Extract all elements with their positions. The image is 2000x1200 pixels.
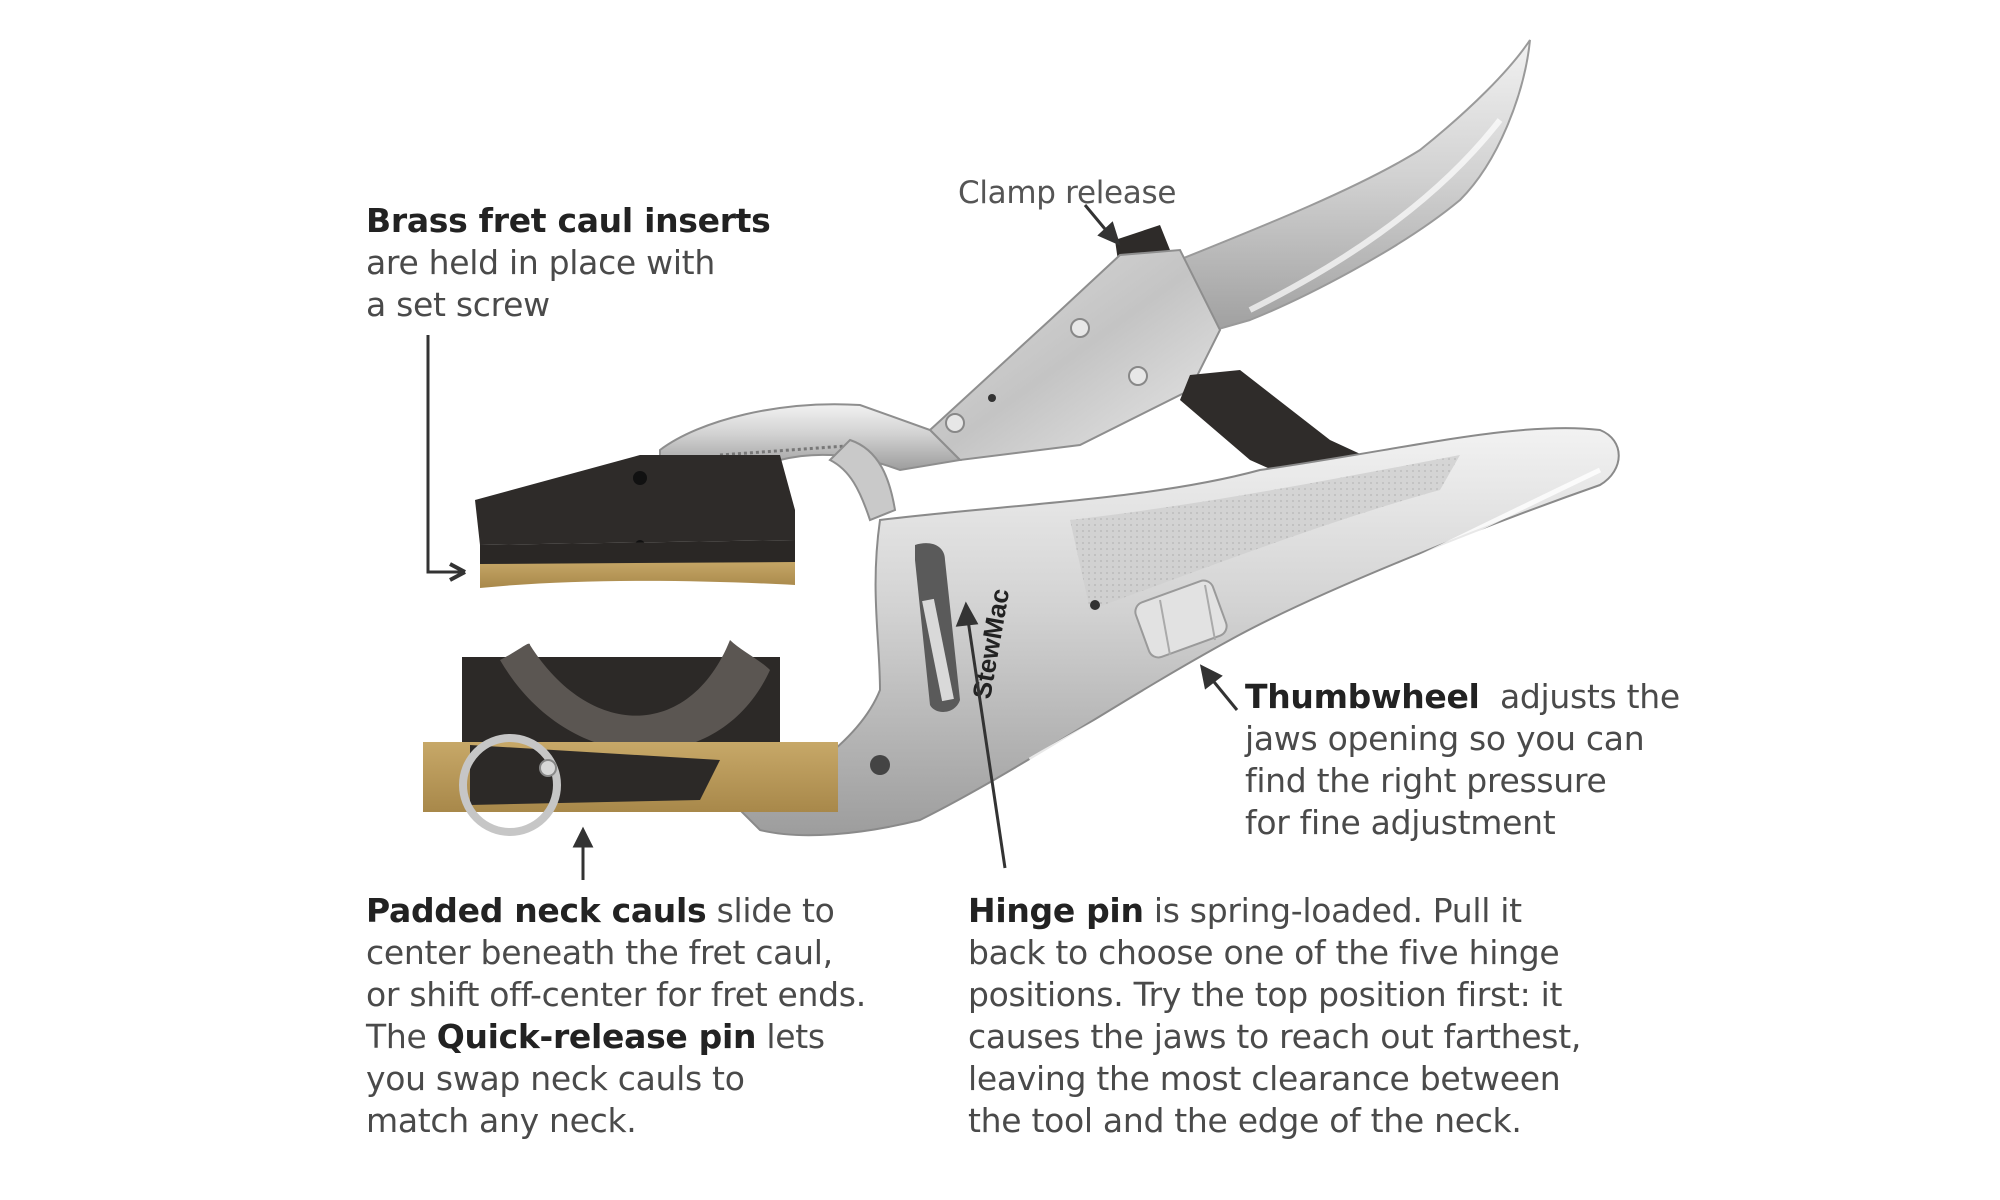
annotation-arrows — [426, 204, 1239, 880]
caption-line: find the right pressure — [1245, 761, 1607, 800]
caption-line: match any neck. — [366, 1101, 637, 1140]
brass-fret-caul-insert — [475, 455, 795, 588]
lower-handle — [738, 427, 1620, 837]
thumbwheel-title: Thumbwheel — [1245, 677, 1480, 716]
brass-fret-caul-title: Brass fret caul inserts — [366, 201, 771, 240]
caption-text: The — [366, 1017, 427, 1056]
hinge-pin-title: Hinge pin — [968, 891, 1144, 930]
caption-line: a set screw — [366, 285, 550, 324]
caption-text: is spring-loaded. Pull it — [1153, 891, 1522, 930]
caption-text: lets — [766, 1017, 825, 1056]
quick-release-pin-title: Quick-release pin — [436, 1017, 757, 1056]
caption-line: back to choose one of the five hinge — [968, 933, 1560, 972]
hinge-pin-caption: Hinge pin is spring-loaded. Pull it back… — [968, 890, 1581, 1142]
clamp-release-label: Clamp release — [958, 175, 1177, 211]
arrow-hinge-pin — [966, 619, 1007, 869]
padded-neck-cauls-title: Padded neck cauls — [366, 891, 707, 930]
thumbwheel-caption: Thumbwheel adjusts the jaws opening so y… — [1245, 676, 1680, 844]
caption-text: slide to — [716, 891, 835, 930]
caption-line: positions. Try the top position first: i… — [968, 975, 1563, 1014]
thumbwheel — [1134, 579, 1228, 659]
caption-line: you swap neck cauls to — [366, 1059, 745, 1098]
caption-line: are held in place with — [366, 243, 715, 282]
caption-line: or shift off-center for fret ends. — [366, 975, 866, 1014]
caption-line: leaving the most clearance between — [968, 1059, 1561, 1098]
quick-release-pin-ring — [459, 734, 561, 836]
caption-line: jaws opening so you can — [1245, 719, 1645, 758]
caption-text: adjusts the — [1499, 677, 1680, 716]
padded-neck-cauls-caption: Padded neck cauls slide to center beneat… — [366, 890, 866, 1142]
upper-handle — [1077, 39, 1531, 342]
caption-line: the tool and the edge of the neck. — [968, 1101, 1522, 1140]
brass-fret-caul-caption: Brass fret caul inserts are held in plac… — [366, 200, 771, 326]
caption-line: causes the jaws to reach out farthest, — [968, 1017, 1582, 1056]
upper-body-plate — [928, 248, 1222, 462]
arrow-thumbwheel — [1208, 676, 1239, 711]
arrow-brass-fret-caul — [426, 335, 465, 574]
padded-neck-caul — [423, 640, 838, 836]
caption-line: center beneath the fret caul, — [366, 933, 833, 972]
caption-line: for fine adjustment — [1245, 803, 1556, 842]
